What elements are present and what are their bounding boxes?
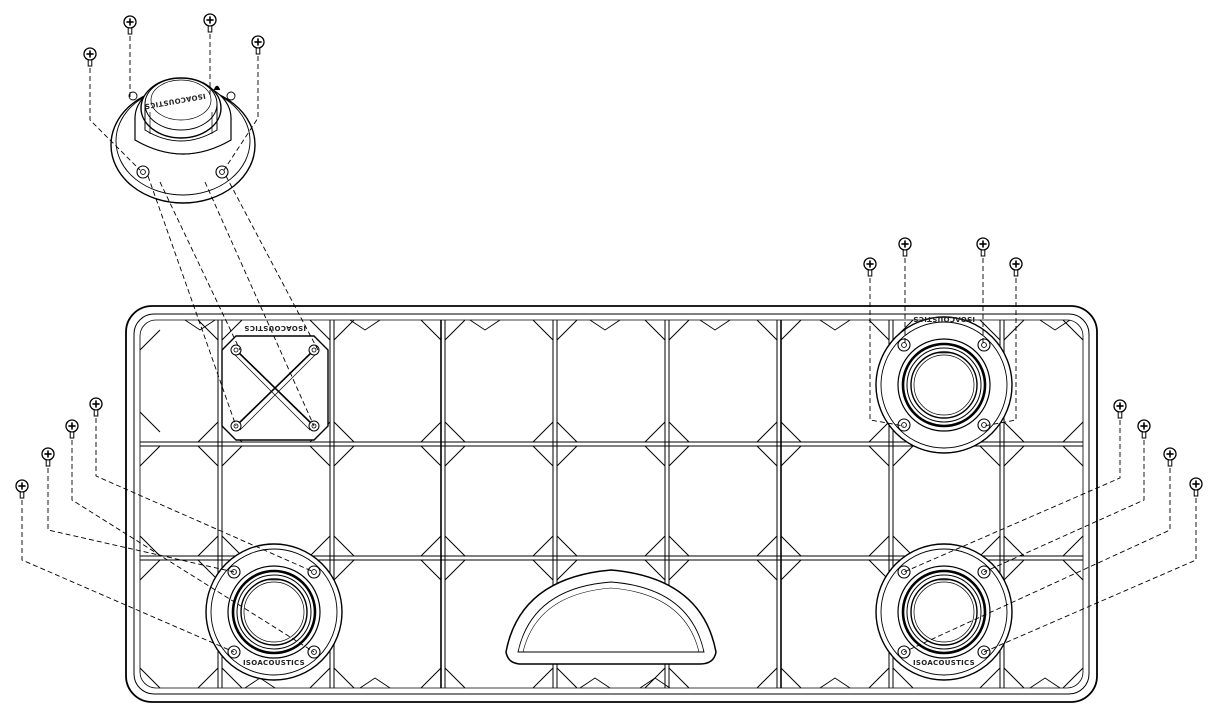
screw-detached-2	[123, 15, 137, 35]
isolator-top-right	[874, 315, 1014, 455]
isolator-bottom-right-brand-label: ISOACOUSTICS	[913, 659, 975, 667]
mount-pattern	[221, 335, 329, 441]
handle-cutout	[505, 569, 717, 665]
isolator-detached	[110, 77, 256, 204]
screw-top-right-4	[1009, 257, 1023, 277]
screw-bottom-right-3	[1163, 447, 1177, 467]
screw-bottom-left-3	[65, 419, 79, 439]
screw-bottom-left-2	[41, 447, 55, 467]
screw-detached-4	[251, 35, 265, 55]
screw-top-right-2	[898, 237, 912, 257]
screw-detached-3	[203, 13, 217, 33]
guide-lines	[21, 26, 1197, 653]
screw-bottom-left-4	[89, 397, 103, 417]
screw-bottom-right-2	[1137, 419, 1151, 439]
isolator-bottom-left-brand-label: ISOACOUSTICS	[243, 659, 305, 667]
screw-top-right-3	[976, 237, 990, 257]
screw-bottom-left-1	[15, 479, 29, 499]
screw-top-right-1	[863, 257, 877, 277]
mount-pattern-brand-label: ISOACOUSTICS	[244, 324, 306, 332]
isolator-top-right-brand-label: ISOACOUSTICS	[913, 315, 975, 323]
screw-bottom-right-1	[1113, 399, 1127, 419]
screw-bottom-right-4	[1189, 477, 1203, 497]
screw-detached-1	[83, 47, 97, 67]
